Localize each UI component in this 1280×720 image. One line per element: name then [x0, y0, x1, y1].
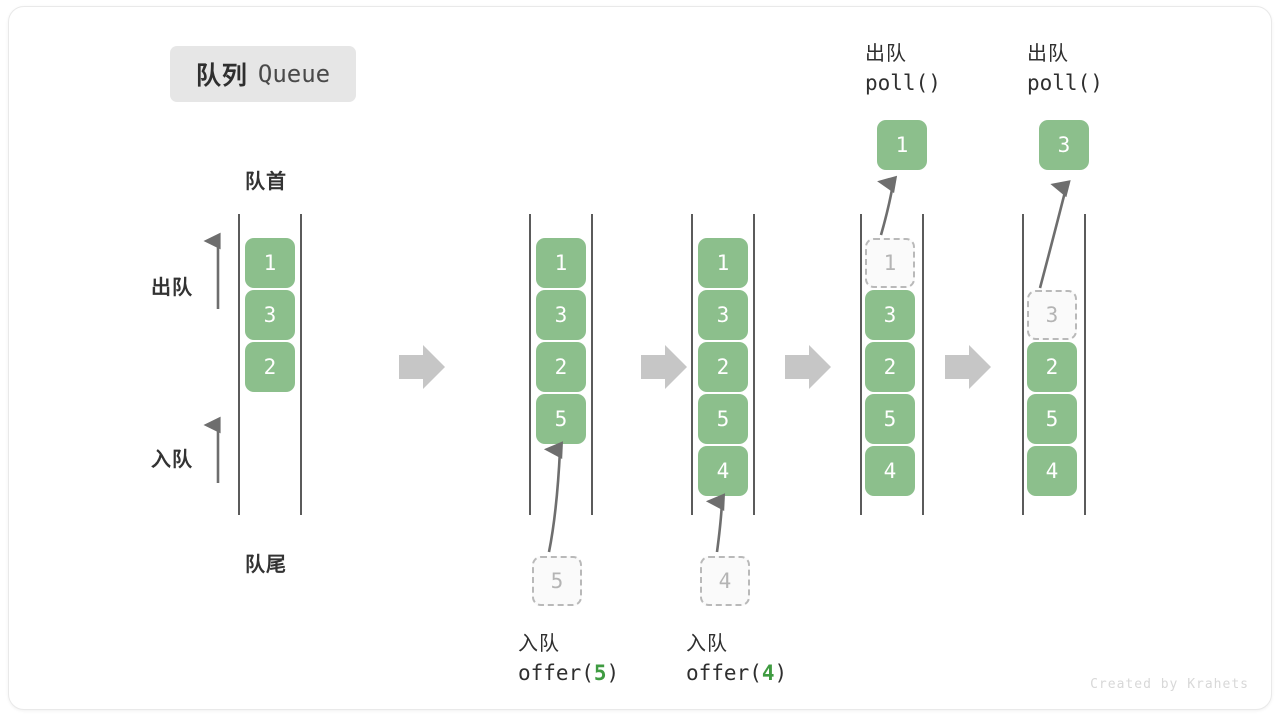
- stage-offer5-slot-3: 5: [536, 394, 586, 444]
- stage-offer4-slot-2: 2: [698, 342, 748, 392]
- stage-initial-slot-0: 1: [245, 238, 295, 288]
- stage-poll3-slot-1: 3: [1027, 290, 1077, 340]
- stage-offer4-slot-4: 4: [698, 446, 748, 496]
- stage-poll3-slot-4: 4: [1027, 446, 1077, 496]
- stage-poll1-popped-element: 1: [877, 120, 927, 170]
- stage-offer4-incoming-ghost: 4: [700, 556, 750, 606]
- arrow-enqueue-4: [705, 493, 726, 553]
- diagram-card: 队列 Queue 队首 队尾 出队 入队 1 3 2: [8, 6, 1272, 710]
- direction-arrows: [203, 232, 221, 483]
- stage-initial-slot-2: 2: [245, 342, 295, 392]
- step-arrow-3: [785, 345, 831, 389]
- queue-tail-label: 队尾: [245, 554, 287, 576]
- stage-poll1-slot-3: 5: [865, 394, 915, 444]
- stage-poll3-title: 出队 poll(): [1027, 37, 1103, 95]
- stage-poll3-slot-2: 2: [1027, 342, 1077, 392]
- arrow-dequeue-1: [877, 175, 898, 236]
- stage-offer5-caption-cjk: 入队: [518, 633, 560, 655]
- stage-initial-slot-1: 3: [245, 290, 295, 340]
- stage-offer4-caption-num: 4: [761, 661, 775, 685]
- stage-poll1-slot-0: 1: [865, 238, 915, 288]
- stage-offer4-rail-left: [691, 214, 693, 515]
- step-arrow-4: [945, 345, 991, 389]
- stage-poll3-title-cjk: 出队: [1027, 43, 1069, 65]
- stage-poll1-title-code: poll(): [865, 71, 941, 95]
- diagram-title-badge: 队列 Queue: [170, 46, 356, 102]
- stage-offer4-slot-1: 3: [698, 290, 748, 340]
- stage-offer5-caption: 入队 offer(5): [518, 627, 619, 685]
- stage-offer4-slot-3: 5: [698, 394, 748, 444]
- stage-poll1-title-cjk: 出队: [865, 43, 907, 65]
- stage-poll3-rail-left: [1022, 214, 1024, 515]
- stage-poll3-popped-element: 3: [1039, 120, 1089, 170]
- stage-poll3-rail-right: [1084, 214, 1086, 515]
- stage-offer4-caption: 入队 offer(4): [686, 627, 787, 685]
- stage-offer4-slot-0: 1: [698, 238, 748, 288]
- stage-poll1-slot-1: 3: [865, 290, 915, 340]
- stage-poll1-rail-left: [860, 214, 862, 515]
- step-arrow-2: [641, 345, 687, 389]
- dequeue-direction-label: 出队: [151, 277, 193, 299]
- stage-initial-rail-left: [238, 214, 240, 515]
- stage-offer5-rail-right: [591, 214, 593, 515]
- stage-offer4-caption-code: offer(4): [686, 661, 788, 685]
- arrow-enqueue-5: [543, 441, 564, 553]
- stage-poll1-slot-2: 2: [865, 342, 915, 392]
- title-cjk: 队列: [195, 62, 248, 90]
- arrow-dequeue-3: [1038, 180, 1071, 289]
- watermark: Created by Krahets: [1090, 677, 1249, 692]
- step-arrow-1: [399, 345, 445, 389]
- stage-offer5-slot-1: 3: [536, 290, 586, 340]
- stage-poll1-rail-right: [922, 214, 924, 515]
- stage-offer5-caption-num: 5: [593, 661, 607, 685]
- stage-offer5-incoming-ghost: 5: [532, 556, 582, 606]
- stage-poll1-slot-4: 4: [865, 446, 915, 496]
- motion-arrows: [543, 175, 1071, 553]
- title-latin: Queue: [257, 60, 331, 88]
- stage-poll3-title-code: poll(): [1027, 71, 1103, 95]
- stage-offer5-rail-left: [529, 214, 531, 515]
- queue-head-label: 队首: [245, 171, 287, 193]
- stage-offer5-slot-2: 2: [536, 342, 586, 392]
- stage-poll1-title: 出队 poll(): [865, 37, 941, 95]
- stage-poll3-slot-3: 5: [1027, 394, 1077, 444]
- enqueue-direction-label: 入队: [151, 449, 193, 471]
- step-arrows: [399, 345, 991, 389]
- stage-offer5-slot-0: 1: [536, 238, 586, 288]
- stage-offer4-rail-right: [753, 214, 755, 515]
- stage-offer5-caption-code: offer(5): [518, 661, 620, 685]
- stage-offer4-caption-cjk: 入队: [686, 633, 728, 655]
- stage-initial-rail-right: [300, 214, 302, 515]
